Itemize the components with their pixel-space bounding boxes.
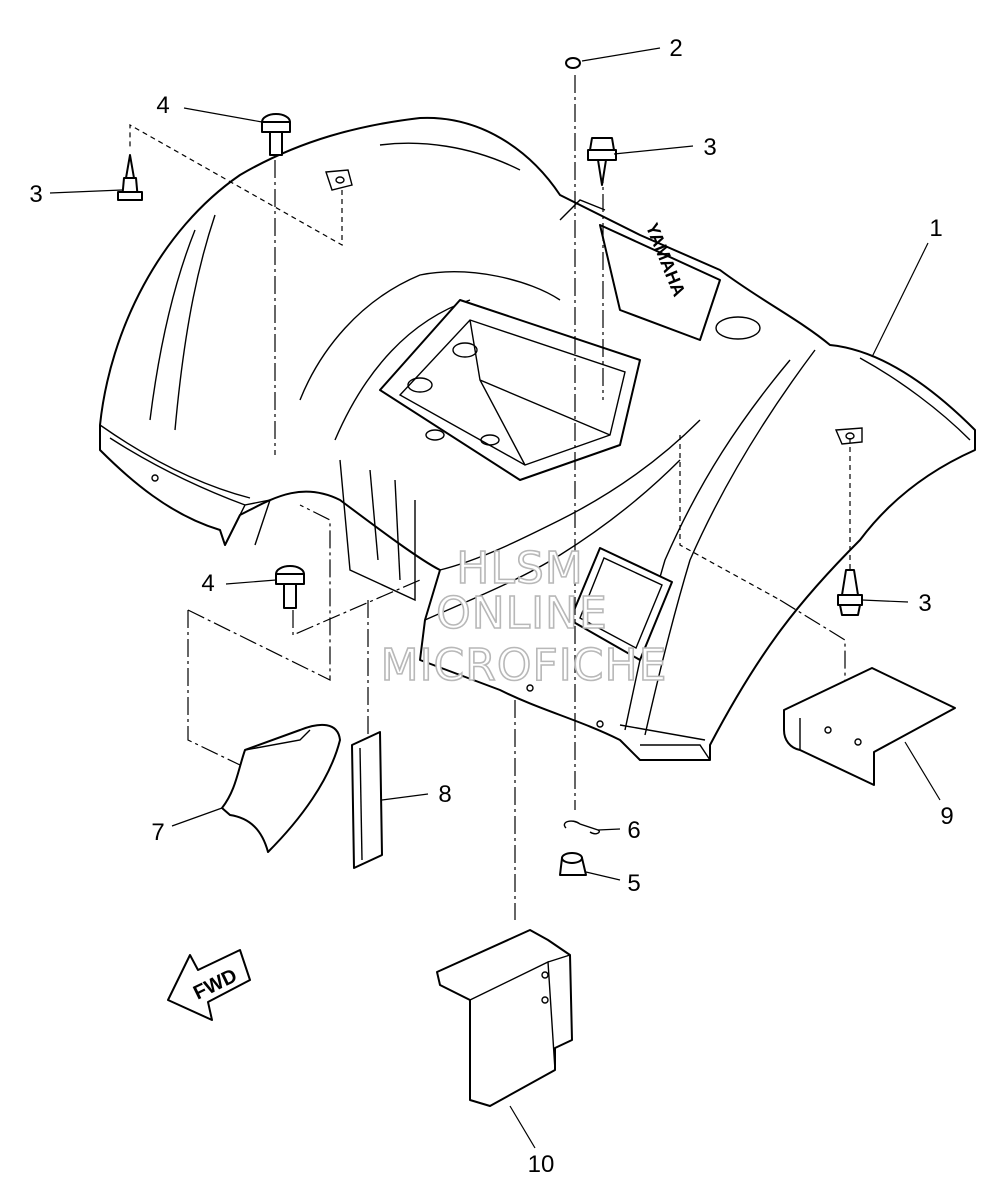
grommet-part-5: [559, 852, 587, 876]
rear-fender: YAMAHA: [99, 116, 976, 761]
callout-3-left: 3: [29, 181, 42, 208]
callout-1: 1: [929, 215, 942, 242]
screw-part-3-right: [837, 569, 863, 616]
forward-arrow-icon: FWD: [167, 949, 251, 1021]
flap-part-10: [436, 929, 573, 1107]
clip-part-6: [563, 820, 600, 835]
callout-8: 8: [438, 781, 451, 808]
callout-2: 2: [669, 35, 682, 62]
watermark-line-2: ONLINE: [436, 588, 608, 639]
callout-4-top: 4: [156, 92, 169, 119]
watermark-line-1: HLSM: [456, 543, 584, 594]
leader-lines: [49, 47, 941, 1149]
screw-part-3-left: [117, 154, 143, 201]
cap-part-2: [565, 57, 581, 69]
callout-9: 9: [940, 803, 953, 830]
bolt-part-4-top: [261, 113, 291, 156]
shield-part-9: [783, 667, 956, 786]
bolt-part-4-lower: [275, 565, 305, 609]
callout-3-top: 3: [703, 134, 716, 161]
mud-flap-part-7: [221, 723, 341, 853]
callout-4-lower: 4: [201, 570, 214, 597]
assembly-lines: [129, 75, 851, 920]
callout-3-right: 3: [918, 590, 931, 617]
callouts: 1 2 3 3 3 4 4 5 6 7 8 9 10: [29, 35, 953, 1178]
screw-part-3-top: [587, 137, 617, 186]
callout-5: 5: [627, 870, 640, 897]
callout-10: 10: [528, 1151, 555, 1178]
watermark: HLSM ONLINE MICROFICHE: [380, 542, 668, 692]
strip-part-8: [351, 731, 383, 869]
watermark-line-3: MICROFICHE: [381, 640, 668, 691]
callout-7: 7: [151, 819, 164, 846]
callout-6: 6: [627, 817, 640, 844]
